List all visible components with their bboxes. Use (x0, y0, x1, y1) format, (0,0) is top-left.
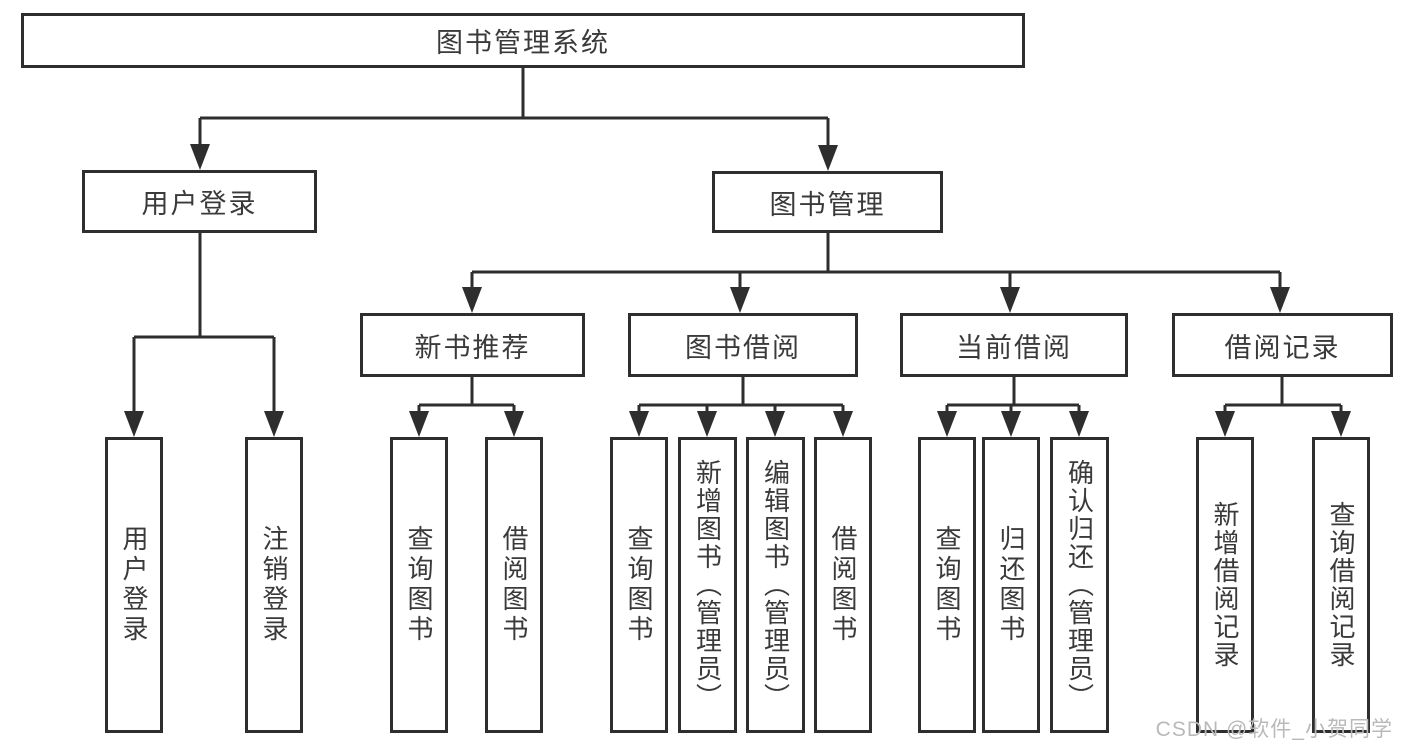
leaf-add-books-admin: 新增图书（管理员） (678, 437, 737, 733)
connector-current-borrow (945, 377, 1081, 415)
connector-borrow-record (1223, 377, 1343, 415)
csdn-watermark: CSDN @软件_小贺同学 (1155, 718, 1393, 741)
leaf-user-login: 用户登录 (105, 437, 163, 733)
node-book-management: 图书管理 (712, 171, 943, 233)
leaf-add-borrow-record: 新增借阅记录 (1196, 437, 1254, 733)
leaf-query-books-current: 查询图书 (918, 437, 976, 733)
node-current-borrowing: 当前借阅 (900, 313, 1128, 377)
connector-book-borrow (637, 377, 845, 415)
node-new-book-recommend: 新书推荐 (360, 313, 585, 377)
connector-root (198, 68, 830, 149)
node-user-login: 用户登录 (82, 170, 317, 233)
leaf-query-books-recommend: 查询图书 (390, 437, 448, 733)
leaf-query-books-borrow: 查询图书 (610, 437, 668, 733)
connector-book-mgmt (470, 233, 1282, 290)
node-borrowing-records: 借阅记录 (1172, 313, 1393, 377)
leaf-edit-books-admin: 编辑图书（管理员） (746, 437, 805, 733)
leaf-logout: 注销登录 (245, 437, 303, 733)
leaf-borrow-books: 借阅图书 (814, 437, 872, 733)
arrowheads (124, 144, 1351, 437)
node-book-borrowing: 图书借阅 (628, 313, 858, 377)
leaf-confirm-return-admin: 确认归还（管理员） (1050, 437, 1109, 733)
leaf-return-books: 归还图书 (982, 437, 1040, 733)
connector-user-login (132, 233, 276, 415)
leaf-borrow-books-recommend: 借阅图书 (485, 437, 543, 733)
leaf-query-borrow-record: 查询借阅记录 (1312, 437, 1370, 733)
connector-new-book (417, 377, 516, 415)
node-library-system: 图书管理系统 (21, 13, 1025, 68)
